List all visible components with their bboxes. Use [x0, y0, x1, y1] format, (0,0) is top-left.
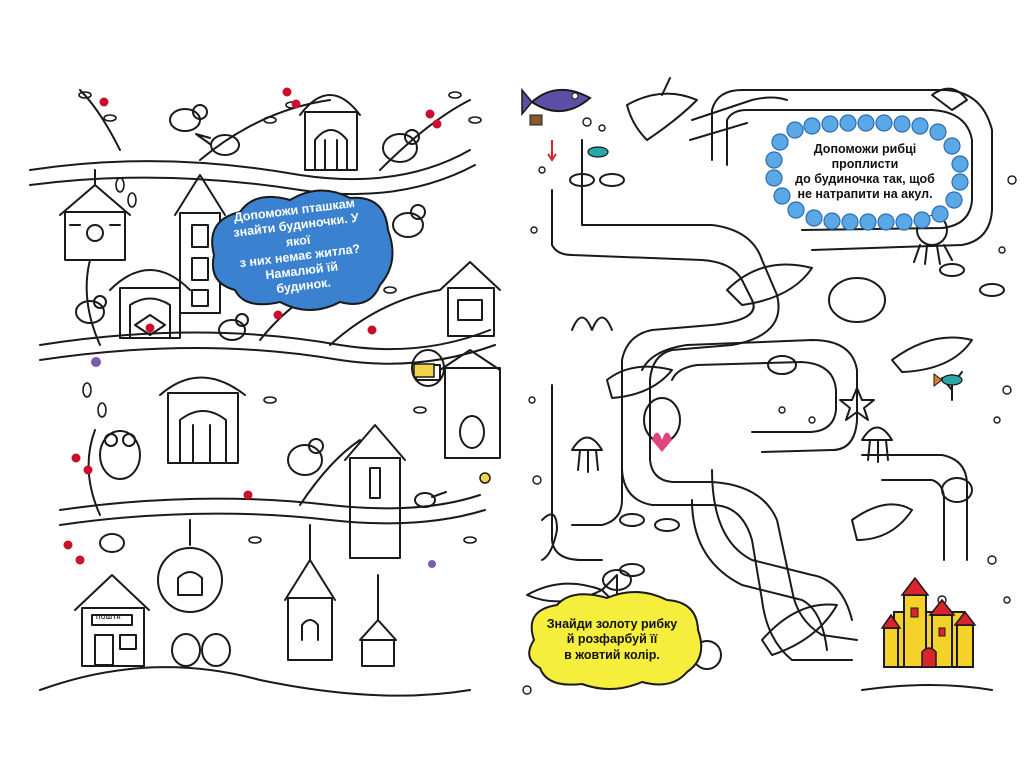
shark-middle — [726, 263, 813, 306]
shark-bottom — [761, 603, 838, 656]
bird-middle — [218, 313, 249, 341]
turtle — [941, 477, 973, 503]
left-page-birds: Допоможи пташкам знайти будиночки. У яко… — [29, 87, 501, 697]
shell — [931, 87, 968, 111]
birds-tree-illustration — [29, 87, 501, 697]
sea-maze-illustration — [521, 77, 1017, 695]
colored-fish — [587, 146, 963, 387]
maze-wall-outer — [551, 189, 853, 661]
birdhouse-round-hanging — [157, 519, 223, 613]
owl-bird — [99, 430, 141, 480]
birdhouse-gazebo — [109, 269, 191, 339]
branch-lower — [59, 494, 481, 511]
right-page-sea-maze: Допоможи рибці проплисти до будиночка та… — [512, 0, 1024, 768]
birdhouse-hanging-top — [59, 169, 131, 261]
fish-instruction-text: Допоможи рибці проплисти до будиночка та… — [795, 141, 935, 202]
shark-lower-right — [851, 503, 913, 541]
pearl-speech-bubble — [765, 114, 969, 231]
toucan-bird — [195, 133, 240, 156]
birdhouse-diamond — [344, 424, 406, 559]
shark-left-mid — [606, 365, 673, 399]
goldfish-instruction-text: Знайди золоту рибку й розфарбуй її в жов… — [546, 617, 678, 662]
bird-left-middle — [99, 533, 125, 553]
birdhouse-right-top — [439, 261, 501, 337]
bird-top-center — [169, 104, 208, 132]
fish-instruction-bubble: Допоможи рибці проплисти до будиночка та… — [762, 114, 968, 230]
birdhouse-heart — [159, 376, 246, 464]
jellyfish-left — [571, 436, 603, 473]
purple-flowers — [91, 357, 436, 568]
birds-instruction-bubble: Допоможи пташкам знайти будиночки. У яко… — [206, 188, 392, 310]
hanging-basket — [359, 574, 397, 667]
purple-hero-fish — [521, 87, 592, 162]
shark-right — [891, 336, 973, 373]
bird-hummingbird — [414, 491, 447, 508]
goldfish-instruction-bubble: Знайди золоту рибку й розфарбуй її в жов… — [520, 590, 704, 690]
bird-center-lower — [287, 438, 324, 476]
angler-fish — [828, 277, 886, 323]
ground-hill — [39, 666, 471, 697]
starfish — [839, 387, 875, 421]
branch-top — [29, 149, 471, 181]
heart-character — [652, 432, 672, 452]
small-fish-group — [569, 173, 1005, 577]
blue-speech-cloud — [211, 189, 394, 311]
clownfish — [602, 569, 632, 591]
birdhouse-domed — [299, 94, 361, 171]
bird-pink-left — [75, 295, 107, 324]
bird-right-middle — [392, 204, 426, 238]
jellyfish-right — [861, 426, 893, 463]
post-office-sign: ПОШТА — [96, 615, 122, 621]
bird-couple — [171, 633, 231, 667]
seahorse — [541, 513, 558, 561]
birdhouse-lantern — [284, 524, 336, 661]
birdhouse-star — [439, 349, 501, 459]
post-office-house — [74, 574, 150, 667]
sea-anemone — [571, 316, 613, 331]
crab — [767, 355, 797, 375]
shark-top — [626, 77, 698, 141]
yellow-castle — [880, 576, 977, 668]
bird-right-top — [382, 129, 420, 163]
yellow-accents — [413, 363, 491, 484]
yellow-speech-cloud — [528, 590, 703, 690]
branch-middle — [39, 329, 491, 351]
birds-instruction-text: Допоможи пташкам знайти будиночки. У яко… — [232, 196, 361, 297]
